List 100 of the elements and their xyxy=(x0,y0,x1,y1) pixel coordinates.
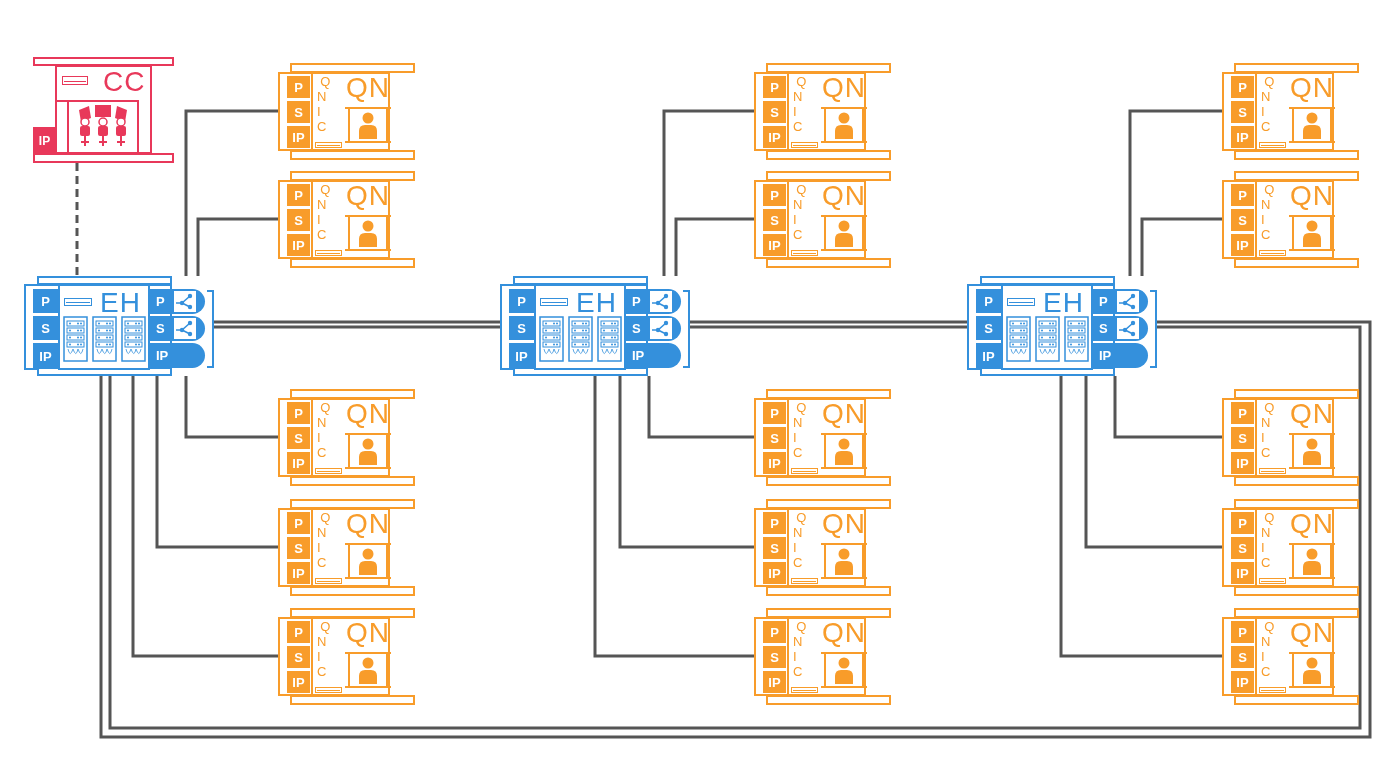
port-tag: P xyxy=(976,289,1001,313)
connection-line xyxy=(184,109,278,276)
port-tag: S xyxy=(763,646,786,668)
connection-line xyxy=(131,376,278,658)
port-tag: IP xyxy=(1231,562,1254,584)
node-box xyxy=(754,63,891,160)
vertical-label: QNIC xyxy=(793,511,806,571)
node-title: QN xyxy=(346,510,390,538)
port-tag: IP xyxy=(509,343,534,369)
port-tag: IP xyxy=(287,126,310,148)
port-tag: IP xyxy=(763,234,786,256)
vertical-label: QNIC xyxy=(1261,75,1274,135)
port-tab: IP xyxy=(626,343,681,368)
port-tag: IP xyxy=(763,562,786,584)
port-tag: P xyxy=(287,621,310,643)
port-tab: IP xyxy=(1093,343,1148,368)
port-tag: S xyxy=(509,316,534,340)
hub-title: EH xyxy=(100,289,141,317)
node-title: QN xyxy=(346,400,390,428)
connection-line xyxy=(674,217,754,276)
node-title: QN xyxy=(1290,182,1334,210)
port-tab: IP xyxy=(150,343,205,368)
hub-box xyxy=(967,276,1157,376)
port-tag: IP xyxy=(33,127,56,154)
port-tag: S xyxy=(763,209,786,231)
port-tag: P xyxy=(1231,184,1254,206)
port-tag: P xyxy=(1231,402,1254,424)
node-title: QN xyxy=(346,74,390,102)
port-tag: IP xyxy=(287,452,310,474)
connection-line xyxy=(214,325,500,329)
node-title: QN xyxy=(346,619,390,647)
port-tag: S xyxy=(763,101,786,123)
port-tag: P xyxy=(287,402,310,424)
connection-line xyxy=(196,217,278,276)
port-tag: P xyxy=(1231,512,1254,534)
port-tag: S xyxy=(1231,537,1254,559)
connection-line xyxy=(690,325,967,329)
node-box xyxy=(1222,63,1359,160)
port-tag: IP xyxy=(976,343,1001,369)
node-box xyxy=(754,389,891,486)
port-tag: P xyxy=(287,76,310,98)
connection-line xyxy=(1140,217,1222,276)
port-tag: P xyxy=(763,512,786,534)
node-box xyxy=(1222,171,1359,268)
connection-line xyxy=(1113,376,1222,439)
node-title: QN xyxy=(1290,400,1334,428)
vertical-label: QNIC xyxy=(793,401,806,461)
hub-title: EH xyxy=(576,289,617,317)
node-box xyxy=(278,389,415,486)
node-box xyxy=(754,608,891,705)
node-box xyxy=(1222,499,1359,596)
hub-box xyxy=(24,276,214,376)
vertical-label: QNIC xyxy=(317,183,330,243)
port-tag: P xyxy=(33,289,58,313)
connection-line xyxy=(214,320,500,324)
port-tag: IP xyxy=(763,452,786,474)
port-tag: IP xyxy=(33,343,58,369)
node-box xyxy=(278,608,415,705)
node-box xyxy=(278,171,415,268)
vertical-label: QNIC xyxy=(793,620,806,680)
node-title: QN xyxy=(822,619,866,647)
port-tag: IP xyxy=(1231,671,1254,693)
port-tag: IP xyxy=(763,126,786,148)
vertical-label: QNIC xyxy=(1261,183,1274,243)
node-box xyxy=(278,499,415,596)
center-title: CC xyxy=(103,68,146,96)
port-tag: S xyxy=(287,101,310,123)
port-tag: IP xyxy=(1231,452,1254,474)
port-tag: S xyxy=(1231,101,1254,123)
vertical-label: QNIC xyxy=(317,511,330,571)
port-tag: S xyxy=(1231,209,1254,231)
vertical-label: QNIC xyxy=(793,75,806,135)
node-box xyxy=(1222,389,1359,486)
port-tag: IP xyxy=(287,234,310,256)
node-title: QN xyxy=(822,510,866,538)
node-title: QN xyxy=(1290,74,1334,102)
node-title: QN xyxy=(1290,510,1334,538)
node-title: QN xyxy=(822,400,866,428)
port-tag: S xyxy=(976,316,1001,340)
node-title: QN xyxy=(822,182,866,210)
connection-line xyxy=(155,376,278,549)
port-tag: S xyxy=(287,646,310,668)
control-center-box xyxy=(33,57,174,163)
port-tag: P xyxy=(1231,621,1254,643)
connection-line xyxy=(662,109,754,276)
vertical-label: QNIC xyxy=(1261,620,1274,680)
node-title: QN xyxy=(1290,619,1334,647)
port-tag: S xyxy=(33,316,58,340)
vertical-label: QNIC xyxy=(793,183,806,243)
connection-line xyxy=(1059,376,1222,658)
port-tag: S xyxy=(1231,427,1254,449)
vertical-label: QNIC xyxy=(317,401,330,461)
port-tag: S xyxy=(1231,646,1254,668)
vertical-label: QNIC xyxy=(1261,511,1274,571)
port-tag: S xyxy=(763,427,786,449)
port-tag: IP xyxy=(287,562,310,584)
hub-title: EH xyxy=(1043,289,1084,317)
port-tag: S xyxy=(287,209,310,231)
connection-line xyxy=(690,320,967,324)
port-tag: P xyxy=(763,621,786,643)
